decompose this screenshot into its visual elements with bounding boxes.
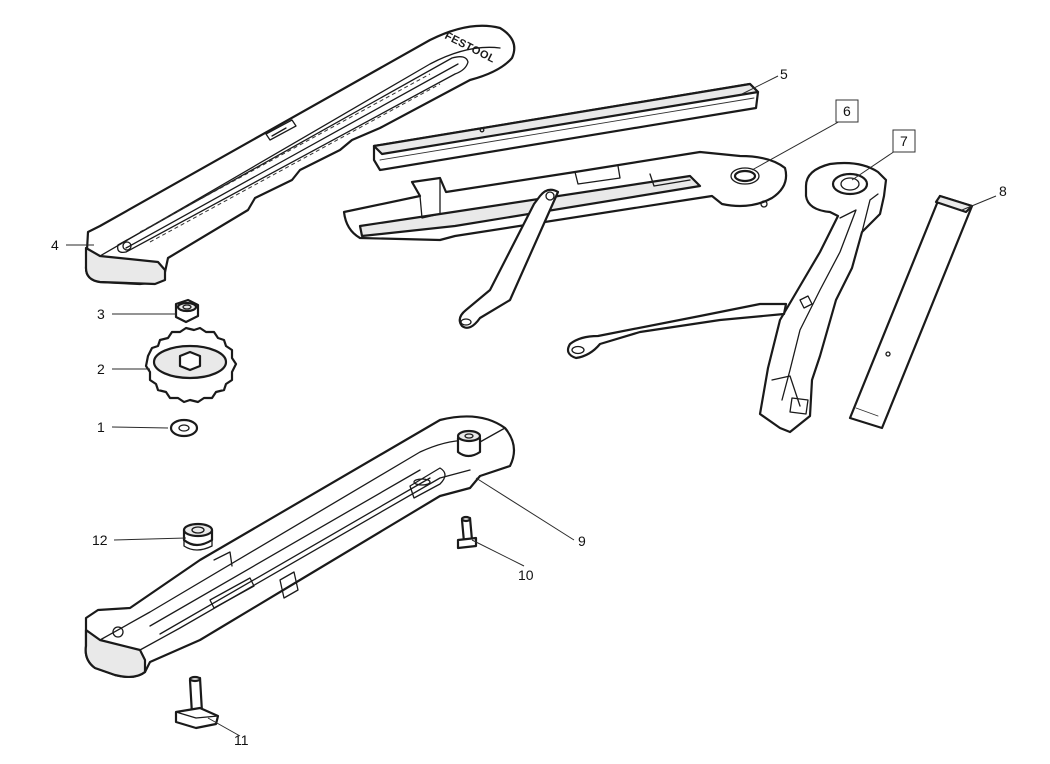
callout-12: 12: [92, 532, 108, 548]
part-3-nut: [174, 298, 200, 324]
part-6-rail: [342, 150, 788, 329]
callout-4: 4: [51, 237, 59, 253]
callout-8: 8: [999, 183, 1007, 199]
callout-7-box: [892, 129, 916, 153]
callout-6: 6: [843, 103, 851, 119]
part-11-t-bolt: [174, 675, 220, 730]
callout-9: 9: [578, 533, 586, 549]
callout-11: 11: [234, 732, 249, 748]
part-1-washer: [169, 418, 199, 438]
part-12-bushing: [182, 522, 214, 551]
callout-7: 7: [900, 133, 908, 149]
callout-10: 10: [518, 567, 534, 583]
callout-5: 5: [780, 66, 788, 82]
part-5-strip: [372, 82, 760, 172]
callout-2: 2: [97, 361, 105, 377]
part-4-top-plate: FESTOOL: [84, 24, 516, 286]
callout-6-box: [835, 99, 859, 123]
callout-3: 3: [97, 306, 105, 322]
callout-1: 1: [97, 419, 105, 435]
part-2-knob: [144, 326, 238, 404]
callout-labels: 1 2 3 4 5 6 7 8 9 10 11 12: [51, 66, 1007, 748]
part-10-screw: [456, 515, 478, 550]
part-7-angled-rail: [566, 161, 888, 434]
part-9-base-rail: [84, 415, 516, 679]
part-8-strip: [848, 194, 974, 430]
leader-lines: [66, 75, 997, 737]
